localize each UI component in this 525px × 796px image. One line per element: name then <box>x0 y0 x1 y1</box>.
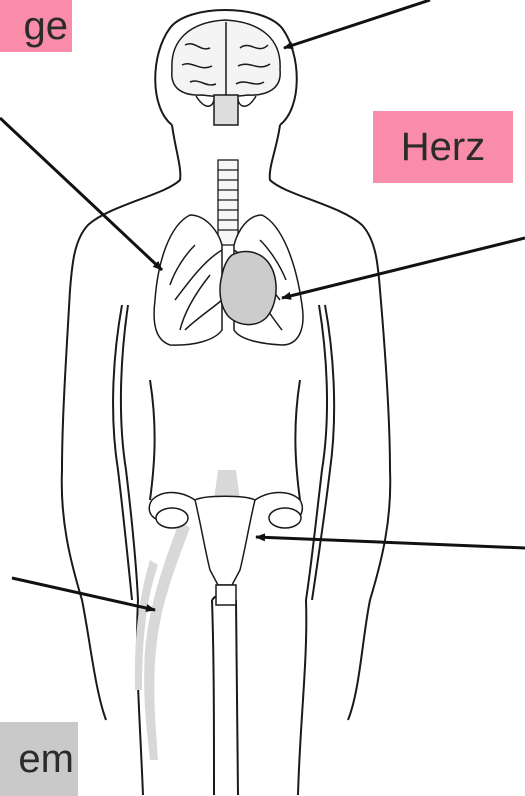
label-system: em <box>0 722 78 796</box>
arrow-heart <box>282 238 525 298</box>
label-lunge: ge <box>0 0 72 52</box>
arrow-brain <box>284 0 430 48</box>
trachea <box>218 160 238 245</box>
body-outline <box>62 10 391 795</box>
heart <box>220 251 276 324</box>
arrow-lungs <box>0 118 162 270</box>
label-herz: Herz <box>373 111 513 183</box>
brain <box>172 20 280 125</box>
arrow-uterus <box>256 537 525 548</box>
